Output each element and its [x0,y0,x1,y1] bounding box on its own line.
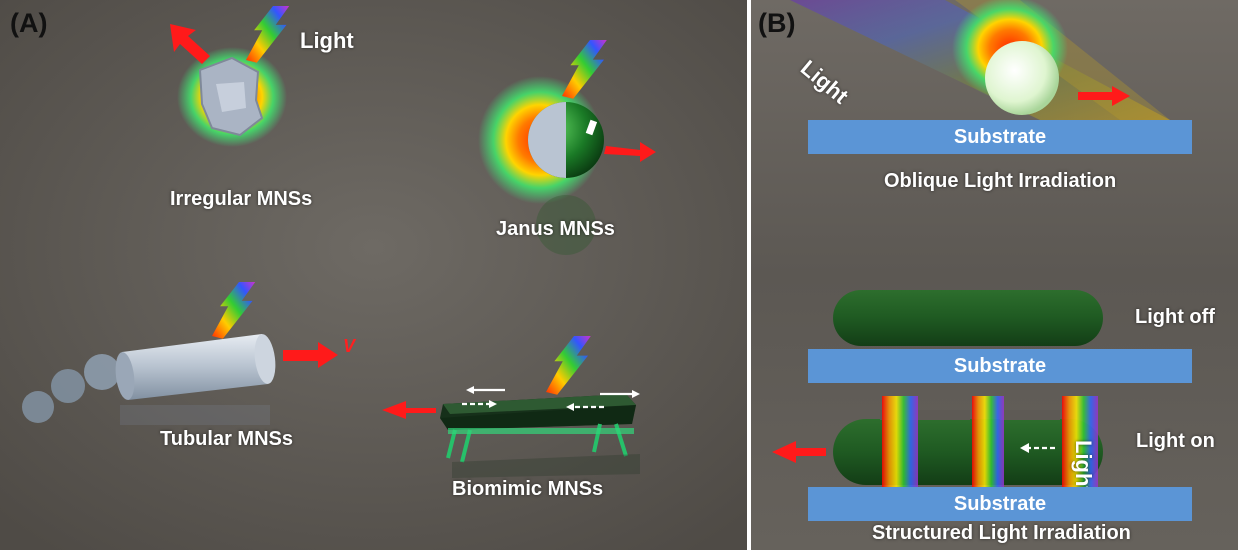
tubular-mns-label: Tubular MNSs [160,428,293,451]
light-on-label: Light on [1136,430,1215,453]
substrate-2: Substrate [808,349,1192,383]
panel-b-tag: (B) [758,8,795,39]
structured-label: Structured Light Irradiation [872,522,1131,545]
light-stripe [972,396,1004,488]
rod-light-off [833,290,1103,346]
janus-mns-label: Janus MNSs [496,218,615,241]
panel-a-tag: (A) [10,8,47,39]
biomimic-mns-label: Biomimic MNSs [452,478,603,501]
light-stripe [882,396,918,488]
velocity-label: V [343,336,355,357]
light-vertical-label: Light [1070,440,1096,494]
oblique-label: Oblique Light Irradiation [884,170,1116,193]
substrate-1: Substrate [808,120,1192,154]
irregular-mns-label: Irregular MNSs [170,188,312,211]
light-off-label: Light off [1135,306,1215,329]
substrate-3: Substrate [808,487,1192,521]
light-label-a: Light [300,28,354,54]
panel-divider [747,0,751,550]
irregular-mns-graphic [177,47,287,147]
